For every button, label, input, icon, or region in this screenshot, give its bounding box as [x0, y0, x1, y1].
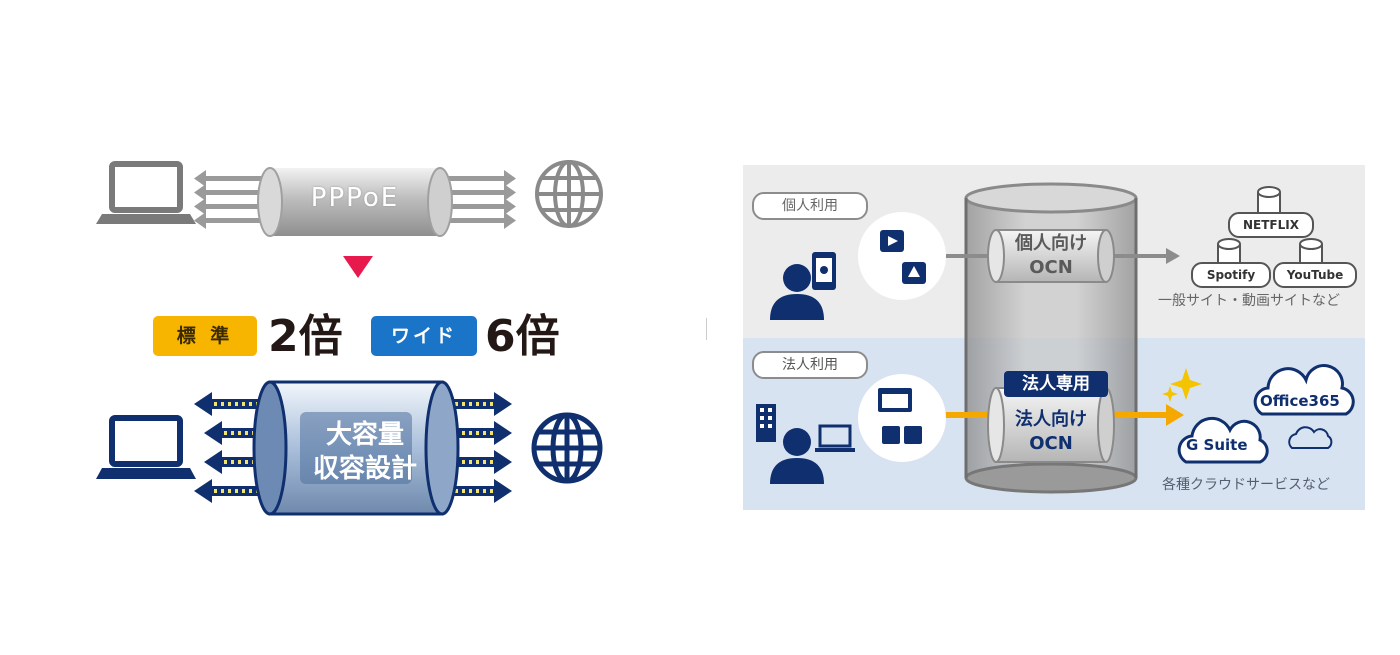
personal-ocn-label: 個人向け OCN	[993, 232, 1109, 280]
globe-icon	[531, 412, 603, 484]
corporate-apps-circle	[858, 374, 946, 462]
large-capacity-line1: 大容量	[325, 420, 404, 450]
personal-ocn-line2: OCN	[1029, 257, 1073, 278]
pppoe-arrows	[194, 170, 516, 229]
corporate-only-badge: 法人専用	[1004, 371, 1108, 397]
personal-ocn-line1: 個人向け	[1015, 233, 1087, 254]
left-diagram	[96, 160, 603, 516]
globe-icon	[535, 160, 603, 228]
large-capacity-tunnel	[252, 380, 460, 516]
wide-badge: ワイド	[371, 316, 477, 356]
divider	[706, 318, 707, 340]
service-youtube: YouTube	[1273, 262, 1357, 288]
cloud-services-note: 各種クラウドサービスなど	[1162, 477, 1330, 493]
personal-ocn-tunnel	[987, 229, 1115, 283]
person-icon	[770, 428, 824, 484]
office-building-icon	[756, 404, 776, 442]
large-capacity-label: 大容量 収容設計	[290, 418, 440, 486]
service-spotify: Spotify	[1191, 262, 1271, 288]
corporate-ocn-line1: 法人向け	[1015, 409, 1087, 430]
person-icon	[770, 264, 824, 320]
cloud-office365-label: Office365	[1260, 392, 1340, 410]
service-netflix: NETFLIX	[1228, 212, 1314, 238]
cloud-icon	[1288, 426, 1333, 449]
smartphone-icon	[812, 252, 836, 290]
personal-use-label: 個人利用	[752, 192, 868, 220]
standard-multiplier: 2倍	[268, 311, 343, 362]
corporate-use-label: 法人利用	[752, 351, 868, 379]
personal-services-note: 一般サイト・動画サイトなど	[1158, 293, 1340, 309]
cloud-icon	[1177, 364, 1355, 464]
corporate-ocn-label: 法人向け OCN	[993, 408, 1109, 456]
laptop-icon	[96, 415, 196, 479]
laptop-icon	[815, 424, 855, 452]
wide-arrows	[194, 392, 512, 503]
laptop-icon	[96, 161, 196, 224]
wide-multiplier: 6倍	[485, 311, 560, 362]
large-capacity-line2: 収容設計	[312, 454, 417, 484]
personal-apps-circle	[858, 212, 946, 300]
down-arrow-icon	[343, 256, 373, 278]
corporate-ocn-line2: OCN	[1029, 433, 1073, 454]
cloud-gsuite-label: G Suite	[1186, 436, 1248, 454]
sparkle-icon	[1162, 368, 1202, 402]
pppoe-label: PPPoE	[310, 183, 400, 213]
pppoe-tunnel	[257, 167, 453, 237]
standard-badge: 標 準	[153, 316, 257, 356]
